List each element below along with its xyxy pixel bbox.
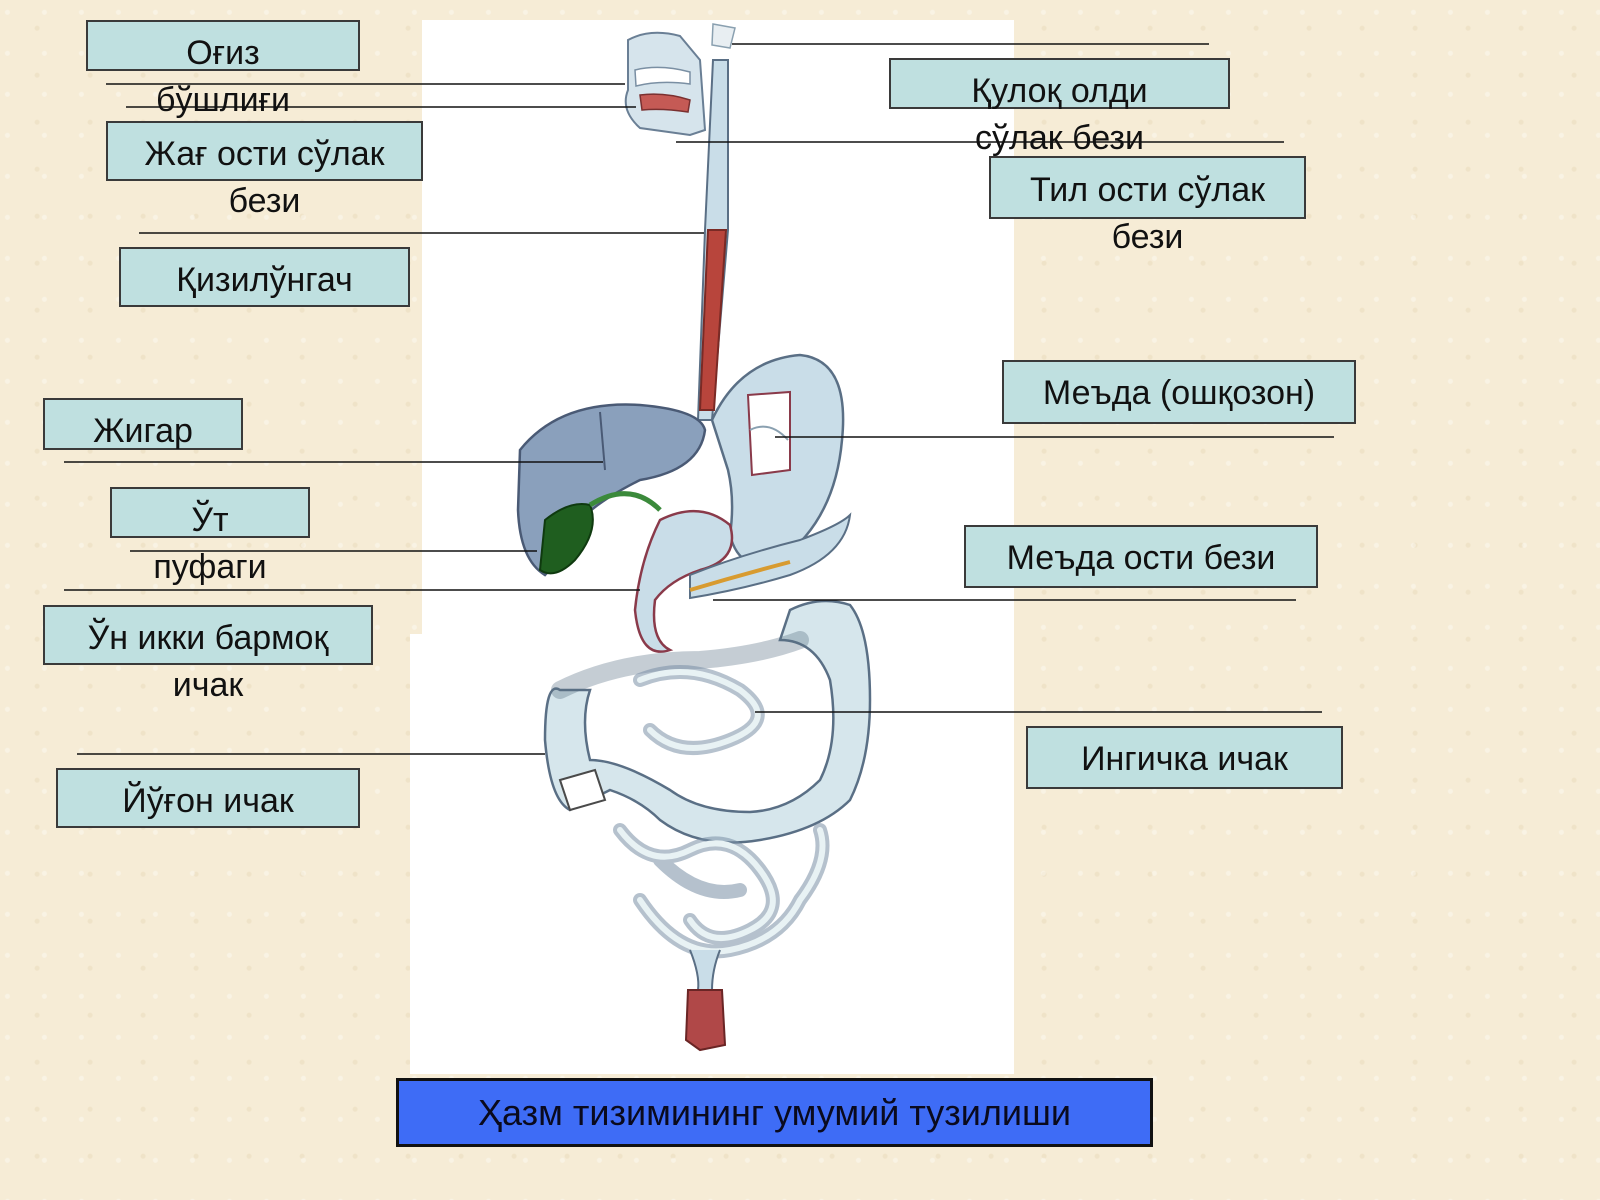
label-box-small-intestine [1026,726,1343,789]
label-parotid: Қулоқ олди сўлак бези [971,72,1148,157]
label-box-parotid [889,58,1230,109]
duodenum-drawing [633,509,734,653]
oral-cavity-drawing [624,23,736,137]
label-box-colon [56,768,360,828]
label-small-intestine: Ингичка ичак [1081,740,1288,778]
label-box-gallbladder [110,487,310,538]
label-colon: Йўғон ичак [122,782,294,820]
colon-drawing [543,599,872,844]
label-gallbladder: Ўт пуфаги [153,501,267,586]
label-box-submandibular [106,121,423,181]
label-esophagus: Қизилўнгач [176,261,353,299]
leader-lines [64,43,1334,755]
label-box-liver [43,398,243,450]
label-box-mouth [86,20,360,71]
rectum-drawing [684,989,727,1052]
label-box-duodenum [43,605,373,665]
label-submandibular: Жағ ости сўлак бези [144,135,385,220]
label-mouth: Оғиз бўшлиғи [156,34,290,119]
label-box-pancreas [964,525,1318,588]
label-sublingual: Тил ости сўлак бези [1029,171,1266,256]
diagram-title-text: Ҳазм тизимининг умумий тузилиши [478,1091,1071,1133]
label-pancreas: Меъда ости бези [1006,539,1276,577]
label-stomach: Меъда (ошқозон) [1042,374,1316,412]
label-box-stomach [1002,360,1356,424]
label-box-esophagus [119,247,410,307]
label-box-sublingual [989,156,1306,219]
diagram-title: Ҳазм тизимининг умумий тузилиши [396,1078,1153,1147]
label-duodenum: Ўн икки бармоқ ичак [87,619,329,704]
gallbladder-drawing [538,503,594,575]
label-liver: Жигар [93,412,193,450]
